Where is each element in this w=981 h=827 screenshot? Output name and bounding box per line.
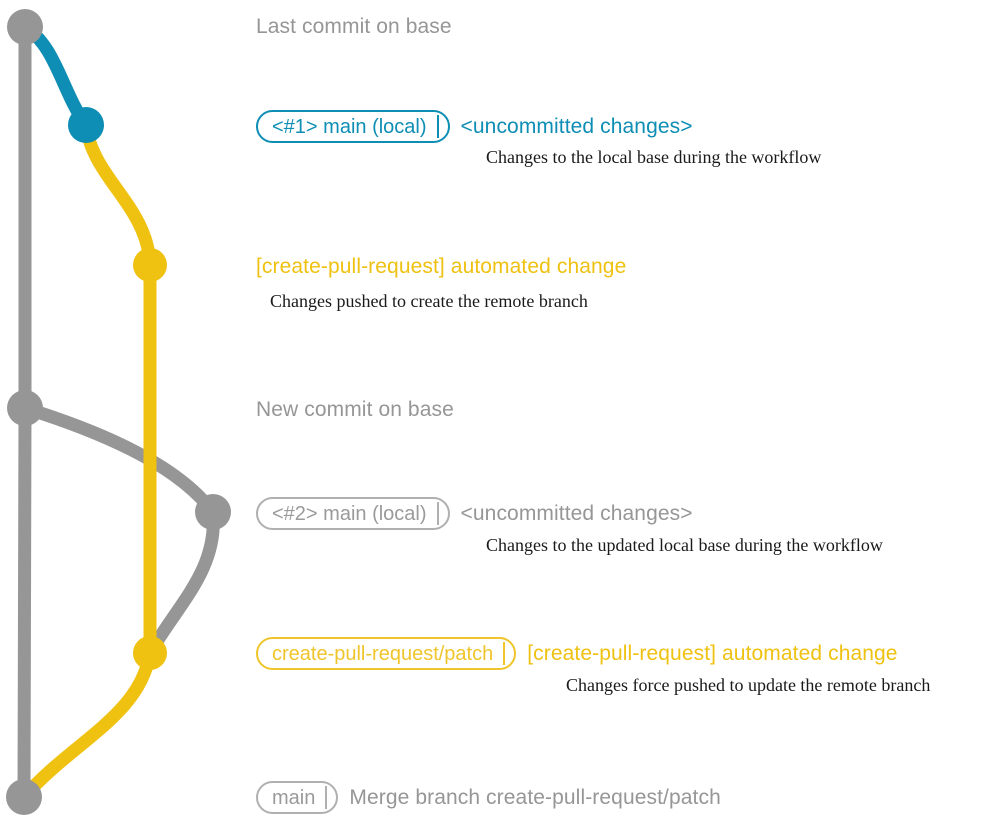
node-merge <box>6 779 42 815</box>
commit-headline: [create-pull-request] automated change <box>256 255 627 278</box>
edge-base-trunk-lower <box>17 401 32 804</box>
branch-pill-label: main <box>272 786 316 809</box>
node-auto-2 <box>133 636 167 670</box>
node-local-2 <box>195 494 231 530</box>
commit-headline: New commit on base <box>256 398 454 421</box>
row-merge-commit: main Merge branch create-pull-request/pa… <box>256 781 721 814</box>
edge-local2-to-auto2 <box>143 505 220 660</box>
commit-headline: Merge branch create-pull-request/patch <box>349 785 721 809</box>
commit-headline: <uncommitted changes> <box>460 114 693 138</box>
row-commit-2-local: <#2> main (local) <uncommitted changes> <box>256 497 693 530</box>
branch-pill-main-local-1[interactable]: <#1> main (local) <box>256 110 450 143</box>
commit-note-4: Changes force pushed to update the remot… <box>566 675 931 695</box>
branch-pill-label: <#1> main (local) <box>272 115 427 138</box>
row-last-commit-on-base: Last commit on base <box>256 16 452 37</box>
node-auto-1 <box>133 248 167 282</box>
branch-pill-main-local-2[interactable]: <#2> main (local) <box>256 497 450 530</box>
commit-nodes <box>6 9 231 815</box>
commit-headline: Last commit on base <box>256 15 452 38</box>
branch-pill-label: <#2> main (local) <box>272 502 427 525</box>
row-commit-1-automated: [create-pull-request] automated change <box>256 256 626 277</box>
branch-pill-create-pull-request-patch[interactable]: create-pull-request/patch <box>256 637 517 670</box>
commit-note-1: Changes to the local base during the wor… <box>486 147 822 167</box>
commit-note-2: Changes pushed to create the remote bran… <box>270 291 588 311</box>
edge-local1-to-auto1 <box>79 118 157 272</box>
node-base-new <box>7 390 43 426</box>
commit-headline: <uncommitted changes> <box>460 501 693 525</box>
node-local-1 <box>68 107 104 143</box>
branch-pill-main[interactable]: main <box>256 781 339 814</box>
row-commit-2-automated: create-pull-request/patch [create-pull-r… <box>256 637 898 670</box>
row-new-commit-on-base: New commit on base <box>256 399 454 420</box>
edge-auto2-to-merge <box>17 646 157 804</box>
commit-note-3: Changes to the updated local base during… <box>486 535 883 555</box>
node-base-last <box>7 9 43 45</box>
edge-base-to-local2 <box>18 401 220 519</box>
branch-pill-label: create-pull-request/patch <box>272 642 494 665</box>
commit-headline: [create-pull-request] automated change <box>527 641 898 665</box>
row-commit-1-local: <#1> main (local) <uncommitted changes> <box>256 110 693 143</box>
